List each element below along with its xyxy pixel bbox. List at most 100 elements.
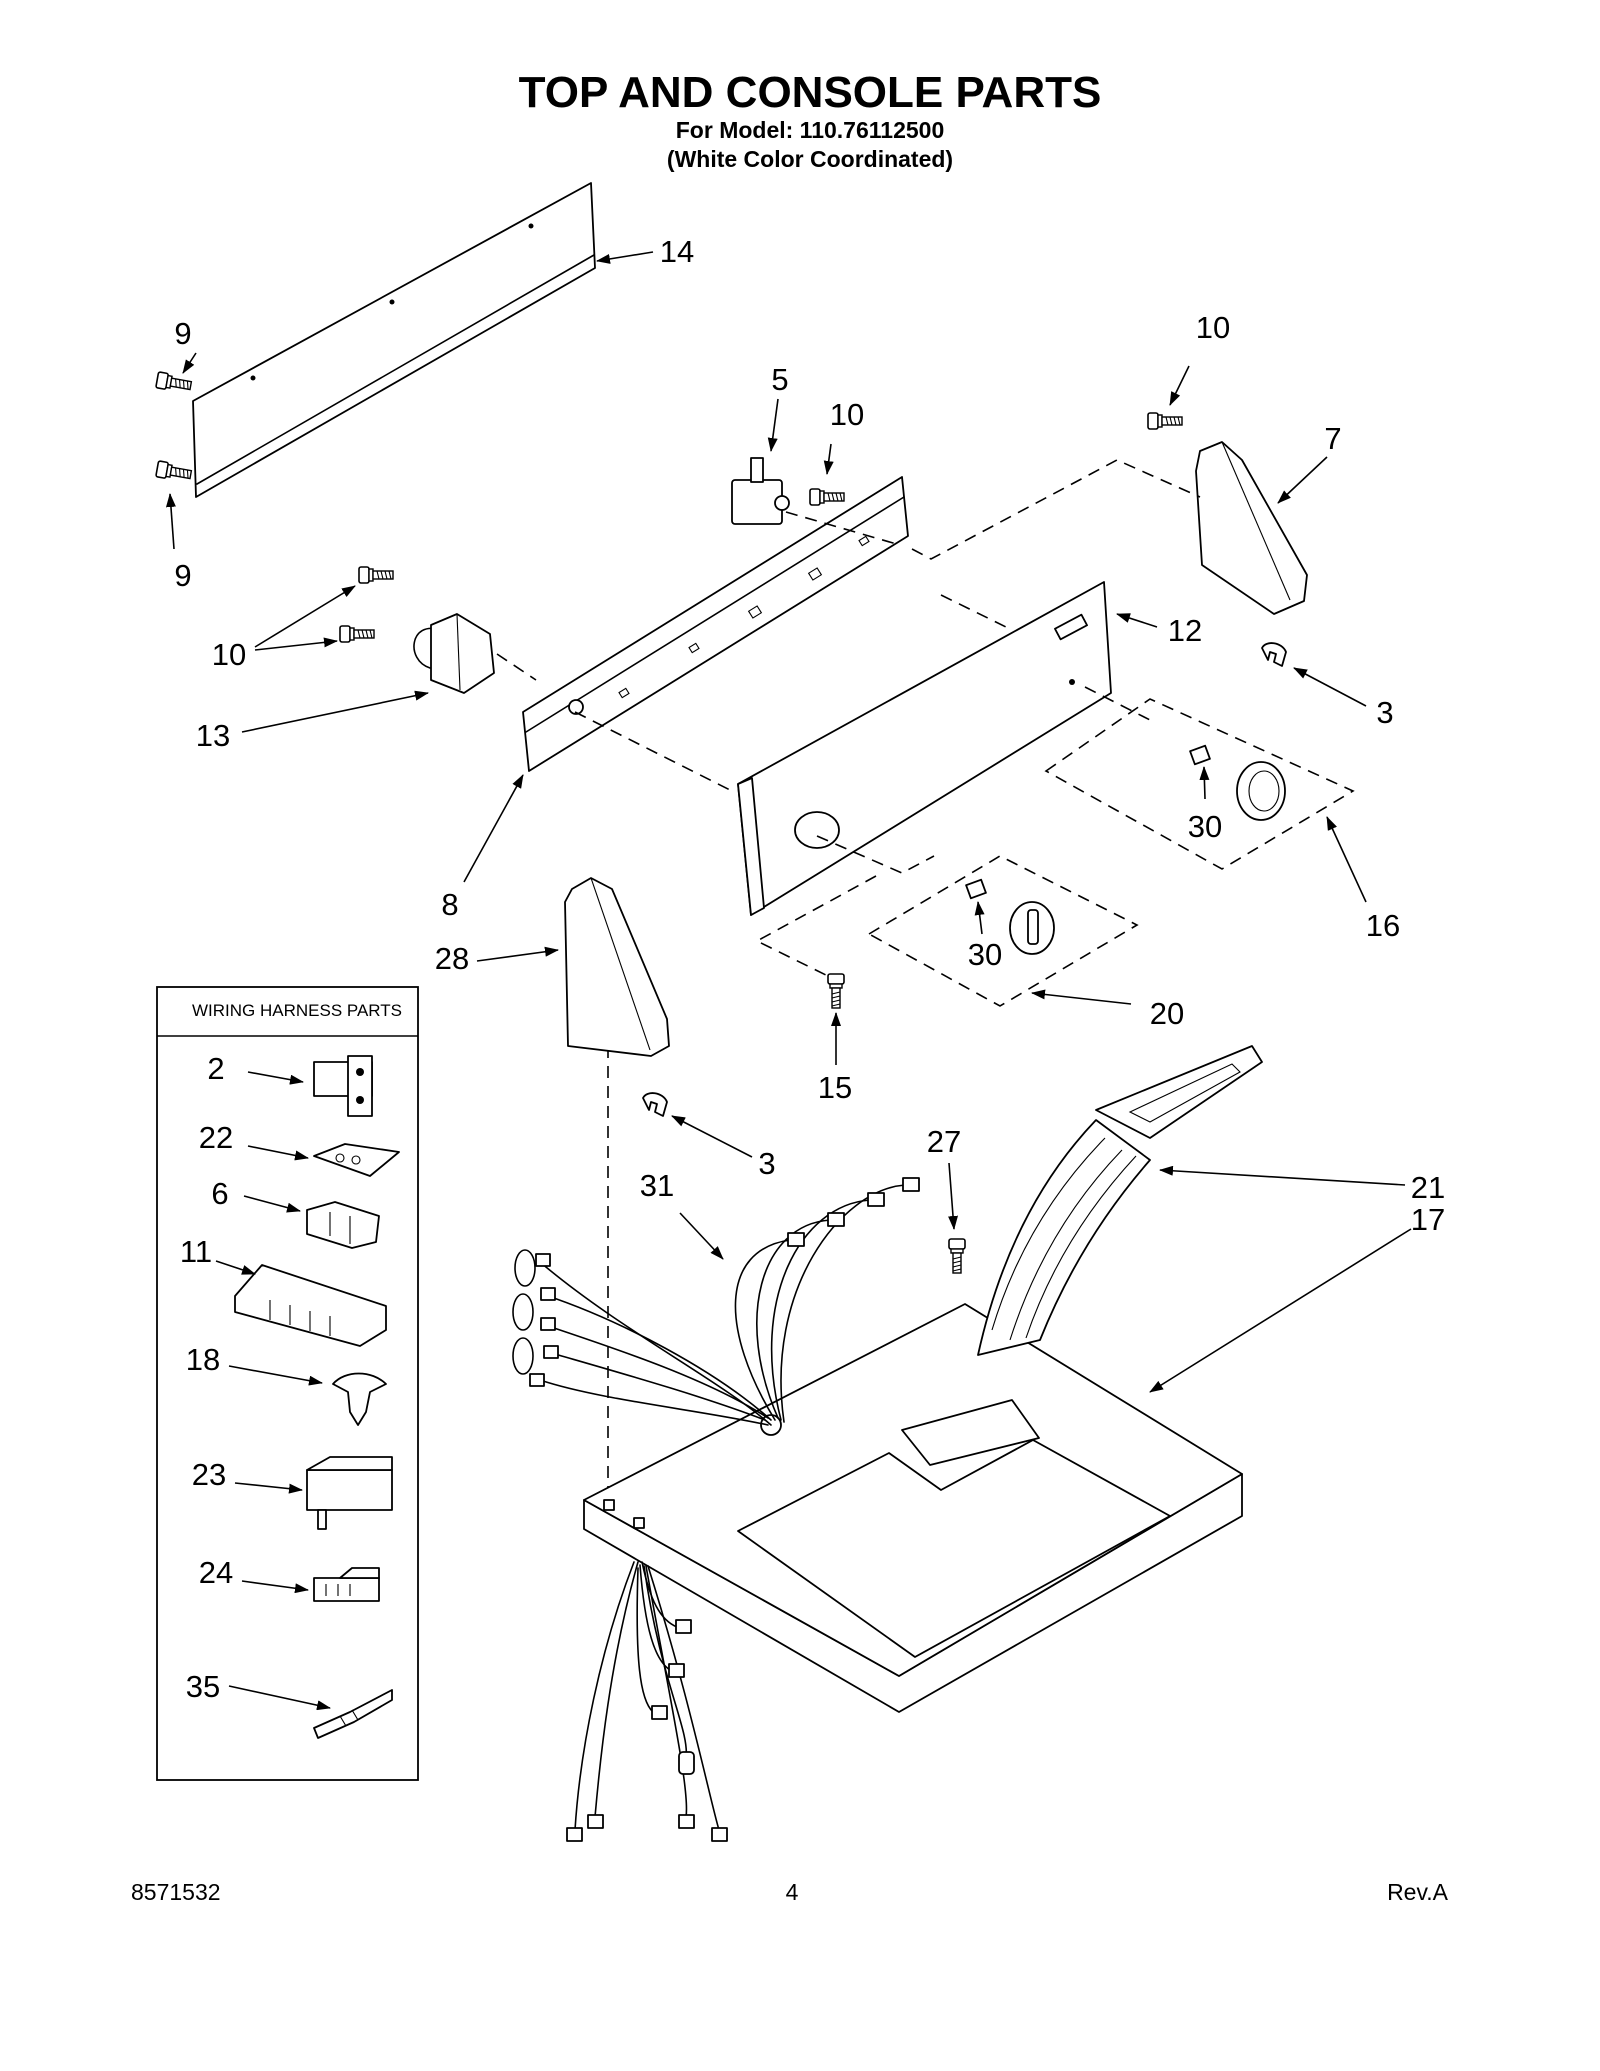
- arrow-30-right: [1199, 766, 1210, 800]
- part-13-selector-switch: [413, 613, 495, 694]
- callout-15: 15: [818, 1070, 852, 1105]
- callout-3-right: 3: [1376, 695, 1393, 730]
- harness-wire: [647, 1565, 720, 1831]
- switch-shaft: [774, 495, 790, 511]
- lint-filter-mesh: [991, 1137, 1137, 1341]
- harness-wire: [594, 1561, 639, 1818]
- harness-wire: [539, 1261, 772, 1426]
- screw-10-top-right: [1147, 412, 1183, 430]
- part-3-clip-center: [642, 1092, 668, 1117]
- arrow-27: [948, 1162, 959, 1230]
- console-rear-slot: [747, 605, 763, 619]
- part-24-slots: [325, 1584, 351, 1596]
- part-22-housing: [313, 1143, 400, 1177]
- part-23-housing: [306, 1469, 393, 1511]
- arrow-7: [1277, 456, 1328, 504]
- lint-filter-slot: [901, 1399, 1040, 1466]
- harness-connector: [535, 1253, 551, 1267]
- part-21-lint-filter: [977, 1045, 1263, 1356]
- callout-30-center: 30: [968, 937, 1002, 972]
- callout-9-bottom: 9: [174, 558, 191, 593]
- end-cap-right-body: [1195, 441, 1308, 615]
- console-rear-slot: [618, 687, 630, 699]
- callout-11: 11: [180, 1234, 212, 1269]
- harness-connector: [543, 1345, 559, 1359]
- arrow-9-top: [182, 352, 197, 374]
- arrow-18: [228, 1365, 323, 1386]
- part-17-top: [583, 1303, 1243, 1713]
- console-small-hole: [1069, 679, 1075, 685]
- arrow-35: [228, 1685, 331, 1711]
- callout-24: 24: [199, 1555, 233, 1590]
- arrow-17: [1149, 1228, 1412, 1393]
- lint-filter-grip: [1128, 1063, 1241, 1123]
- console-knob-hole: [794, 811, 840, 849]
- arrow-10-left-a: [254, 585, 356, 648]
- rear-panel-body: [192, 182, 596, 498]
- selector-switch-edge: [456, 613, 461, 691]
- part-2-socket: [356, 1068, 364, 1076]
- top-hole: [633, 1517, 645, 1529]
- arrow-23: [234, 1482, 303, 1494]
- callout-17: 17: [1411, 1202, 1445, 1237]
- screw-27: [948, 1238, 966, 1274]
- color-note: (White Color Coordinated): [667, 146, 953, 172]
- lint-filter-handle: [1095, 1045, 1263, 1139]
- model-number: For Model: 110.76112500: [676, 117, 945, 143]
- harness-wire: [636, 1567, 654, 1713]
- harness-wire: [734, 1239, 791, 1421]
- harness-connector: [668, 1663, 685, 1678]
- harness-connector: [902, 1177, 920, 1192]
- arrow-10-top-right: [1169, 365, 1190, 406]
- callout-2: 2: [207, 1051, 224, 1086]
- arrow-14: [596, 251, 654, 264]
- arrow-16: [1326, 816, 1367, 903]
- callout-28: 28: [435, 941, 469, 976]
- footer-revision: Rev.A: [1387, 1879, 1449, 1905]
- harness-wire: [645, 1565, 688, 1818]
- harness-wire: [539, 1379, 769, 1426]
- assembly-line: [496, 653, 537, 681]
- harness-wire: [544, 1294, 772, 1421]
- harness-connector: [827, 1212, 845, 1227]
- console-rear-slot: [807, 567, 823, 581]
- callout-3-center: 3: [758, 1146, 775, 1181]
- assembly-line: [911, 459, 1201, 560]
- harness-wire: [643, 1565, 688, 1759]
- part-6-notches: [329, 1212, 351, 1244]
- harness-wire: [639, 1564, 671, 1671]
- callout-35: 35: [186, 1669, 220, 1704]
- callout-9-top: 9: [174, 316, 191, 351]
- wiring-harness-parts-box: WIRING HARNESS PARTS: [156, 986, 419, 1781]
- callout-6: 6: [211, 1176, 228, 1211]
- screw-10-left-b: [339, 625, 375, 643]
- arrow-21: [1159, 1165, 1406, 1186]
- harness-wire-loop: [512, 1337, 534, 1375]
- page-title: TOP AND CONSOLE PARTS: [519, 68, 1102, 117]
- part-20-knob-pointer: [1027, 909, 1039, 945]
- harness-connector: [651, 1705, 668, 1720]
- console-panel-end: [737, 777, 765, 916]
- arrow-3-center: [671, 1115, 753, 1158]
- part-6-connector: [306, 1201, 380, 1249]
- end-cap-left-body: [564, 877, 670, 1057]
- arrow-10-center: [823, 443, 834, 475]
- part-14-rear-panel: [192, 182, 596, 498]
- harness-wire: [544, 1324, 769, 1419]
- assembly-line: [1084, 686, 1151, 721]
- arrow-13: [241, 690, 429, 733]
- console-rear-hook: [568, 699, 584, 715]
- wiring-box-header: WIRING HARNESS PARTS: [192, 1001, 402, 1020]
- arrow-20: [1031, 989, 1132, 1005]
- assembly-line: [940, 594, 1007, 628]
- arrow-2: [247, 1071, 304, 1085]
- arrow-5: [767, 398, 779, 452]
- lower-wire-harness: [566, 1561, 728, 1842]
- harness-wire: [574, 1561, 635, 1831]
- part-30-clip-right: [1189, 744, 1211, 766]
- callout-5: 5: [771, 362, 788, 397]
- part-16-knob-face: [1248, 770, 1280, 812]
- rear-panel-hole: [528, 223, 534, 229]
- harness-connector: [787, 1232, 805, 1247]
